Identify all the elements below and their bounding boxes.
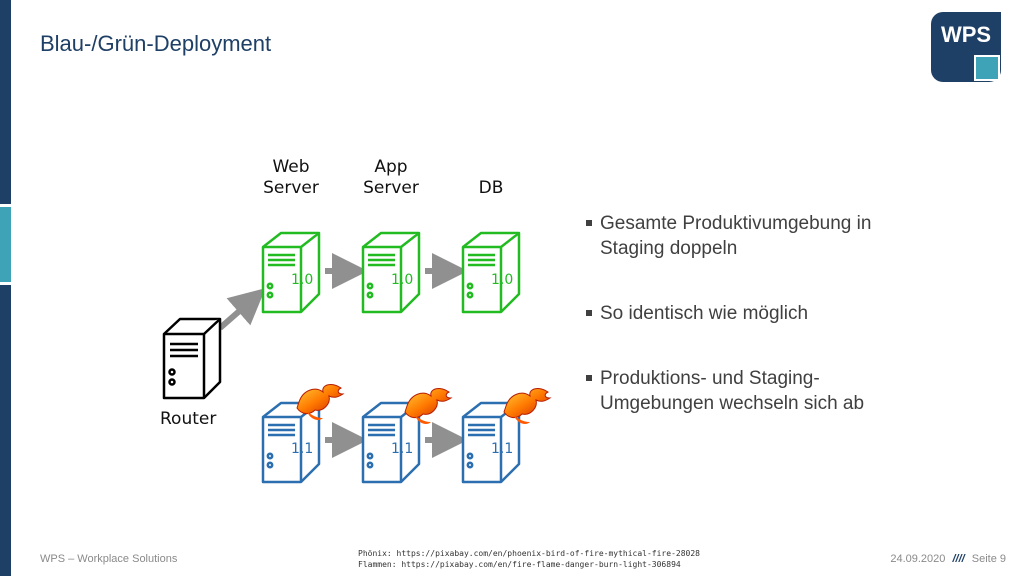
bullet-item: So identisch wie möglich [585,301,905,326]
image-credits: Phönix: https://pixabay.com/en/phoenix-b… [358,548,700,570]
blue-db-version: 1.1 [491,441,513,457]
green-web-version: 1.0 [291,272,313,288]
footer-page-number: Seite 9 [971,553,1006,565]
credit-phoenix: Phönix: https://pixabay.com/en/phoenix-b… [358,549,700,558]
left-accent-highlight [0,207,11,282]
bullet-list: Gesamte Produktivumgebung in Staging dop… [585,211,905,456]
footer-page-info: 24.09.2020 //// Seite 9 [890,553,1006,565]
bullet-text: So identisch wie möglich [600,303,809,324]
left-bar-gap [0,282,11,285]
bullet-square-icon [586,220,592,226]
footer-date: 24.09.2020 [890,553,946,565]
bullet-item: Gesamte Produktivumgebung in Staging dop… [585,211,905,261]
green-app-version: 1.0 [391,272,413,288]
phoenix-fire-icon [296,384,345,420]
blue-app-server-icon [361,401,421,484]
footer-separator: //// [952,553,965,565]
green-db-version: 1.0 [491,272,513,288]
blue-app-version: 1.1 [391,441,413,457]
wps-logo: WPS [931,12,1001,82]
footer-company: WPS – Workplace Solutions [40,553,178,565]
phoenix-fire-icon [503,388,552,424]
slide-title: Blau-/Grün-Deployment [40,31,272,56]
bullet-square-icon [586,375,592,381]
bullet-item: Produktions- und Staging-Umgebungen wech… [585,366,905,416]
bullet-text: Produktions- und Staging-Umgebungen wech… [600,368,865,414]
green-app-server-icon [361,231,421,314]
bullet-square-icon [586,310,592,316]
arrow-router-to-web [218,288,266,331]
logo-text: WPS [941,22,991,47]
green-db-server-icon [461,231,521,314]
green-environment [261,231,521,314]
credit-flames: Flammen: https://pixabay.com/en/fire-fla… [358,560,681,569]
blue-web-version: 1.1 [291,441,313,457]
router-server-icon [162,317,222,400]
connection-arrows [218,253,468,458]
column-label-db: DB [478,178,504,198]
bullet-text: Gesamte Produktivumgebung in Staging dop… [600,213,872,259]
router-label: Router [160,409,217,429]
green-web-server-icon [261,231,321,314]
phoenix-fire-icon [404,388,453,424]
left-bar-gap [0,204,11,207]
blue-db-server-icon [461,401,521,484]
left-accent-bar [0,0,11,576]
